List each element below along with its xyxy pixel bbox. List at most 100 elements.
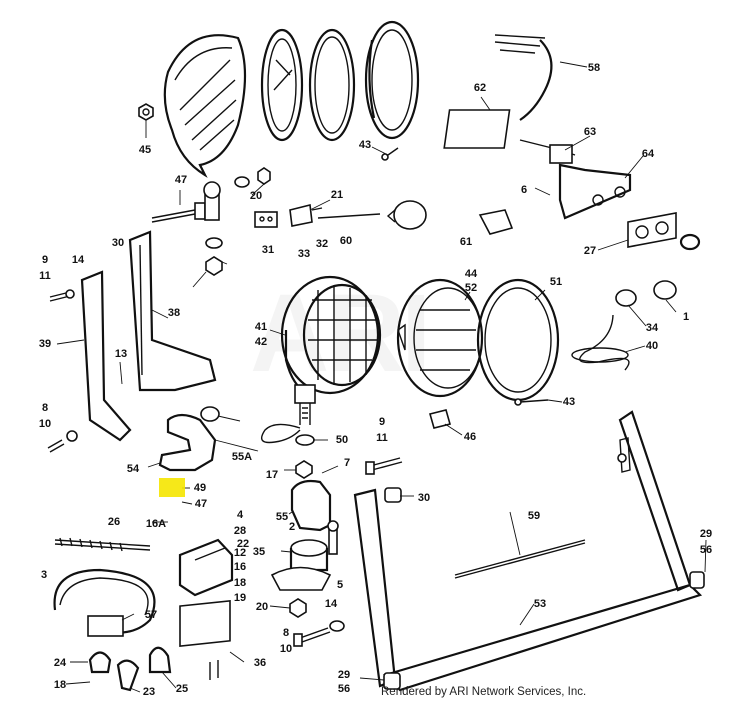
callout-26: 26 bbox=[108, 516, 120, 528]
callout-63: 63 bbox=[584, 126, 596, 138]
callout-43: 43 bbox=[563, 396, 575, 408]
callout-6: 6 bbox=[521, 184, 527, 196]
callout-3: 3 bbox=[41, 569, 47, 581]
bolt-drawing bbox=[47, 289, 78, 453]
callout-30: 30 bbox=[112, 237, 124, 249]
callout-33: 33 bbox=[298, 248, 310, 260]
lamp-shell-drawing bbox=[163, 34, 247, 178]
nut-drawing bbox=[205, 167, 271, 276]
bracket-drawing bbox=[80, 230, 217, 442]
callout-44: 44 bbox=[465, 268, 478, 280]
callout-18: 18 bbox=[234, 577, 246, 589]
screw-drawing bbox=[381, 147, 549, 406]
callout-34: 34 bbox=[646, 322, 659, 334]
callout-11: 11 bbox=[39, 270, 51, 282]
callout-13: 13 bbox=[115, 348, 127, 360]
callout-10: 10 bbox=[39, 418, 51, 430]
lens-drawing bbox=[260, 28, 304, 142]
nut-drawing bbox=[289, 598, 345, 632]
callout-20: 20 bbox=[256, 601, 268, 613]
callout-24: 24 bbox=[54, 657, 67, 669]
callout-56: 56 bbox=[338, 683, 350, 695]
callout-29: 29 bbox=[338, 669, 350, 681]
callout-61: 61 bbox=[460, 236, 472, 248]
washer-drawing bbox=[205, 176, 250, 249]
callout-19: 19 bbox=[234, 592, 246, 604]
clip-drawing bbox=[478, 209, 514, 235]
callout-40: 40 bbox=[646, 340, 658, 352]
callout-22: 22 bbox=[237, 538, 249, 550]
callout-64: 64 bbox=[642, 148, 655, 160]
callout-35: 35 bbox=[253, 546, 265, 558]
highlight-marker bbox=[159, 478, 185, 497]
callout-30: 30 bbox=[418, 492, 430, 504]
cap-drawing bbox=[615, 280, 677, 307]
callout-55: 55 bbox=[276, 511, 288, 523]
callout-14: 14 bbox=[72, 254, 85, 266]
credit-text: Rendered by ARI Network Services, Inc. bbox=[381, 686, 587, 698]
callout-16a: 16A bbox=[146, 518, 166, 530]
callout-56: 56 bbox=[700, 544, 712, 556]
mount-bracket-drawing bbox=[158, 406, 220, 472]
callout-50: 50 bbox=[336, 434, 348, 446]
callout-8: 8 bbox=[42, 402, 48, 414]
callout-29: 29 bbox=[700, 528, 712, 540]
callout-53: 53 bbox=[534, 598, 546, 610]
leader-lines bbox=[56, 61, 707, 693]
callout-45: 45 bbox=[139, 144, 151, 156]
screw-drawing bbox=[327, 520, 339, 555]
callout-58: 58 bbox=[588, 62, 600, 74]
callout-52: 52 bbox=[465, 282, 477, 294]
callout-1: 1 bbox=[683, 311, 689, 323]
callout-39: 39 bbox=[39, 338, 51, 350]
callout-49: 49 bbox=[194, 482, 206, 494]
callout-38: 38 bbox=[168, 307, 180, 319]
nut-drawing bbox=[138, 103, 154, 121]
wire-lead-drawing bbox=[261, 423, 301, 444]
frame-drawing bbox=[353, 410, 703, 692]
callout-10: 10 bbox=[280, 643, 292, 655]
clip-drawing bbox=[429, 409, 451, 429]
callout-5: 5 bbox=[337, 579, 343, 591]
bushing-drawing bbox=[383, 487, 705, 690]
callout-21: 21 bbox=[331, 189, 343, 201]
callout-36: 36 bbox=[254, 657, 266, 669]
callout-32: 32 bbox=[316, 238, 328, 250]
callout-47: 47 bbox=[195, 498, 207, 510]
relay-bracket-drawing bbox=[178, 538, 234, 597]
callout-7: 7 bbox=[344, 457, 350, 469]
callout-31: 31 bbox=[262, 244, 274, 256]
switch-drawing bbox=[289, 200, 427, 230]
wire-harness-drawing bbox=[53, 568, 156, 637]
callout-27: 27 bbox=[584, 245, 596, 257]
callout-4: 4 bbox=[237, 509, 244, 521]
lamp-rim-drawing bbox=[476, 278, 560, 402]
callout-8: 8 bbox=[283, 627, 289, 639]
plate-drawing bbox=[627, 212, 677, 248]
callout-54: 54 bbox=[127, 463, 140, 475]
bolt-drawing bbox=[151, 181, 221, 223]
callout-20: 20 bbox=[250, 190, 262, 202]
callout-42: 42 bbox=[255, 336, 267, 348]
callout-51: 51 bbox=[550, 276, 562, 288]
rod-drawing bbox=[454, 539, 586, 579]
callout-41: 41 bbox=[255, 321, 267, 333]
clamp-drawing bbox=[88, 646, 172, 692]
callout-2: 2 bbox=[289, 521, 295, 533]
washer-drawing bbox=[295, 434, 315, 479]
harness-drawing bbox=[443, 34, 632, 220]
callout-59: 59 bbox=[528, 510, 540, 522]
callout-25: 25 bbox=[176, 683, 188, 695]
relay-box-drawing bbox=[179, 599, 231, 680]
callout-46: 46 bbox=[464, 431, 476, 443]
callout-12: 12 bbox=[234, 547, 246, 559]
callout-18: 18 bbox=[54, 679, 66, 691]
callout-16: 16 bbox=[234, 561, 246, 573]
cable-tie-drawing bbox=[54, 537, 151, 552]
callout-14: 14 bbox=[325, 598, 338, 610]
rim-drawing bbox=[364, 20, 420, 140]
callout-9: 9 bbox=[42, 254, 48, 266]
bulb-wire-drawing bbox=[571, 314, 630, 371]
